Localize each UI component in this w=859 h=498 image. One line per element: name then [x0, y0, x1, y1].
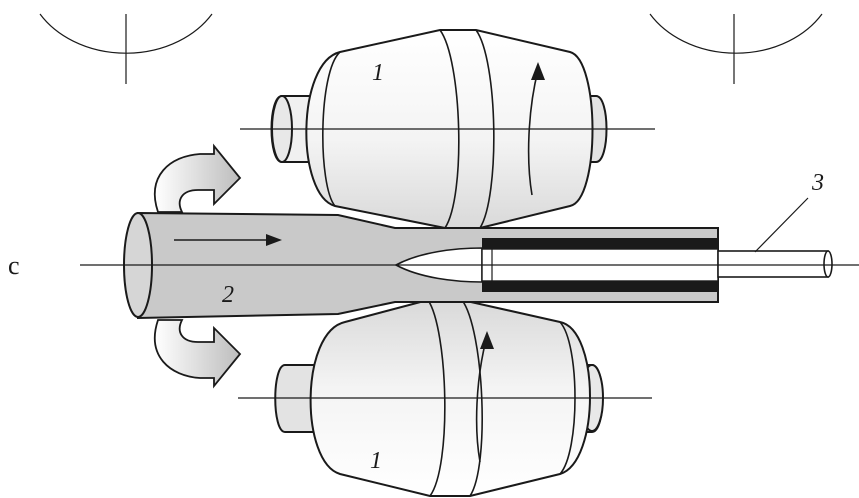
label-roll-top: 1 — [372, 60, 384, 86]
label-mandrel: 3 — [811, 170, 824, 196]
roll-bottom-rotation-arrow-icon — [475, 339, 487, 463]
label-workpiece: 2 — [222, 282, 234, 308]
sleeve-top — [482, 238, 718, 249]
roll-top-rotation-arrow-icon — [527, 69, 539, 196]
background-arcs — [39, 13, 823, 84]
rotation-arrow-bottom-icon — [153, 319, 242, 389]
label-side-mark: c — [8, 251, 20, 280]
roll-top — [240, 29, 655, 229]
mandrel-rod — [717, 197, 833, 278]
sleeve-bottom — [482, 281, 718, 292]
roll-bottom — [238, 299, 652, 497]
feed-arrow-icon — [174, 234, 282, 246]
label-roll-bottom: 1 — [370, 448, 382, 474]
rotation-arrow-top-icon — [153, 143, 242, 213]
